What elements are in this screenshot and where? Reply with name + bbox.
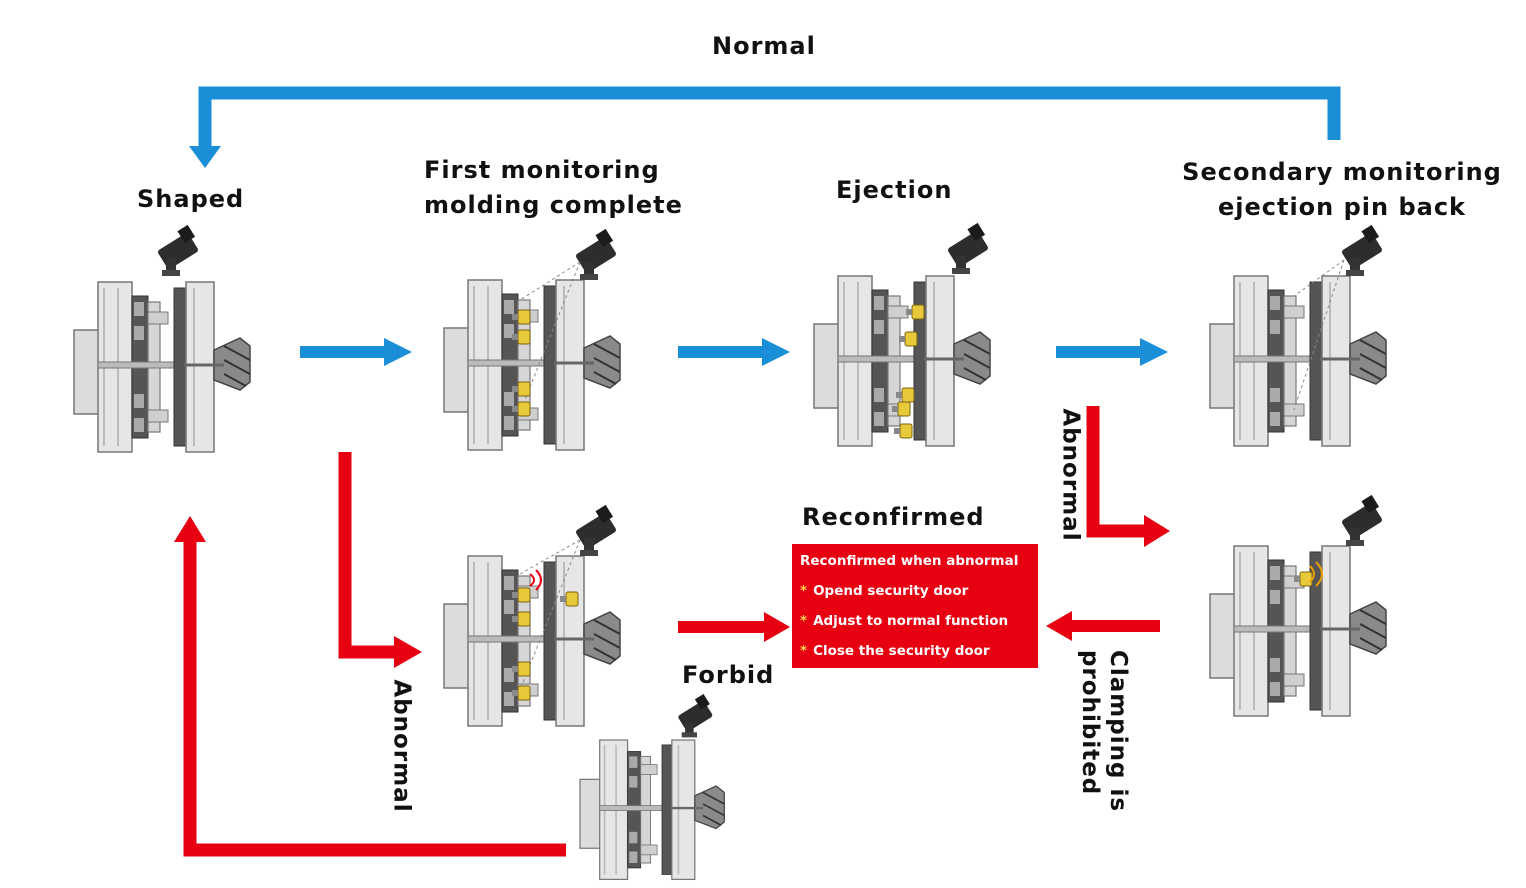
normal-loop-arrowhead <box>189 146 221 168</box>
reconfirmed-label: Reconfirmed <box>802 503 985 531</box>
clamping-line-1: Clamping is <box>1105 650 1131 813</box>
secondary-monitoring-line-1: Secondary monitoring <box>1182 158 1502 186</box>
reconfirm-item: * Adjust to normal function <box>800 612 1032 642</box>
arrow-first-to-ejection <box>678 338 790 366</box>
star-bullet-icon: * <box>800 643 808 659</box>
camera-icon <box>156 224 200 276</box>
clamping-label: Clamping is prohibited <box>1076 650 1132 850</box>
abnormal-first-arrow <box>338 452 396 659</box>
arrow-clamping-to-reconfirmed <box>1046 611 1160 641</box>
secondary-monitoring-label: Secondary monitoring ejection pin back <box>1180 155 1504 225</box>
mold-abnormal-secondary <box>1208 544 1388 718</box>
abnormal-left-label: Abnormal <box>388 679 415 813</box>
reconfirm-box-title: Reconfirmed when abnormal <box>800 553 1019 569</box>
mold-secondary-monitoring <box>1208 274 1388 448</box>
abnormal-right-label: Abnormal <box>1057 408 1084 542</box>
arrow-ejection-to-secondary <box>1056 338 1168 366</box>
mold-forbid <box>578 738 726 881</box>
clamping-line-2: prohibited <box>1077 650 1103 796</box>
star-bullet-icon: * <box>800 613 808 629</box>
mold-ejection <box>812 274 992 448</box>
reconfirm-box: Reconfirmed when abnormal * Opend securit… <box>792 544 1038 668</box>
camera-icon <box>1340 494 1384 546</box>
arrow-shaped-to-first <box>300 338 412 366</box>
ejection-label: Ejection <box>836 176 953 204</box>
mold-first-monitoring <box>442 278 622 452</box>
reconfirm-item: * Opend security door <box>800 582 1032 612</box>
normal-loop-arrow <box>198 86 1341 150</box>
mold-shaped <box>72 280 252 454</box>
first-monitoring-line-1: First monitoring <box>424 156 660 184</box>
reconfirm-item: * Close the security door <box>800 642 1032 672</box>
reconfirm-item-text: Adjust to normal function <box>813 613 1009 629</box>
normal-label: Normal <box>712 32 816 60</box>
first-monitoring-line-2: molding complete <box>424 190 683 219</box>
camera-icon <box>1340 224 1384 276</box>
abnormal-ejection-arrow <box>1086 406 1146 538</box>
reconfirm-item-text: Close the security door <box>813 643 990 659</box>
mold-abnormal-first <box>442 554 622 728</box>
camera-icon <box>677 693 714 738</box>
camera-icon <box>574 228 618 280</box>
first-monitoring-label: First monitoring molding complete <box>424 153 683 223</box>
return-loop-arrow <box>183 540 566 857</box>
star-bullet-icon: * <box>800 583 808 599</box>
reconfirm-item-text: Opend security door <box>813 583 969 599</box>
forbid-label: Forbid <box>682 661 775 689</box>
arrow-forbid-to-reconfirmed <box>678 612 790 642</box>
camera-icon <box>946 222 990 274</box>
camera-icon <box>574 504 618 556</box>
shaped-label: Shaped <box>137 185 245 213</box>
secondary-monitoring-line-2: ejection pin back <box>1217 192 1467 221</box>
